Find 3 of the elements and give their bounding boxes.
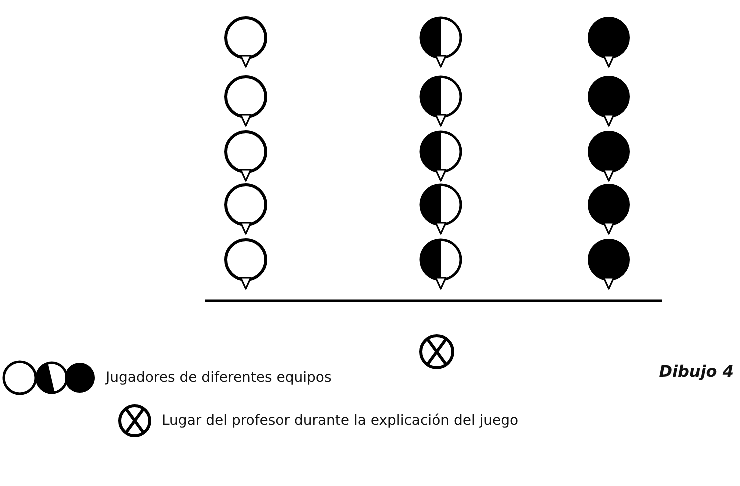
legend-text: Jugadores de diferentes equipos	[106, 370, 332, 386]
legend-text: Lugar del profesor durante la explicación del juego	[162, 413, 519, 429]
caption: Dibujo 4	[659, 362, 734, 381]
